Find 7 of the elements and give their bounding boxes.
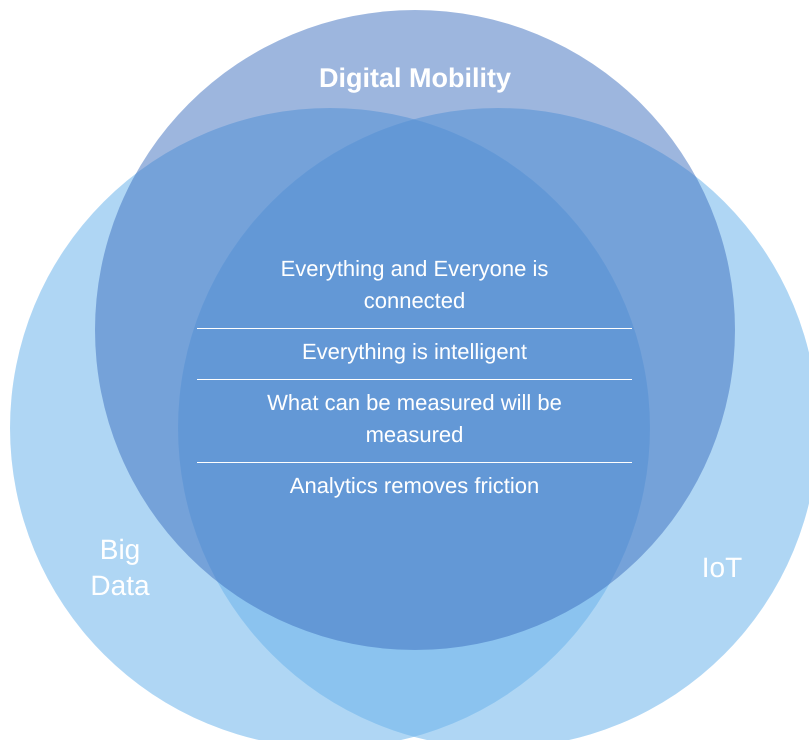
- circle-title: IoT: [700, 551, 744, 585]
- circle-title: Digital Mobility: [318, 62, 512, 95]
- statement-text: What can be measured will be measured: [266, 389, 563, 449]
- statement-text: Everything is intelligent: [300, 338, 528, 366]
- statement-text: Everything and Everyone is connected: [280, 255, 550, 315]
- circle-title: Big Data: [89, 533, 151, 603]
- statement-text: Analytics removes friction: [288, 472, 540, 500]
